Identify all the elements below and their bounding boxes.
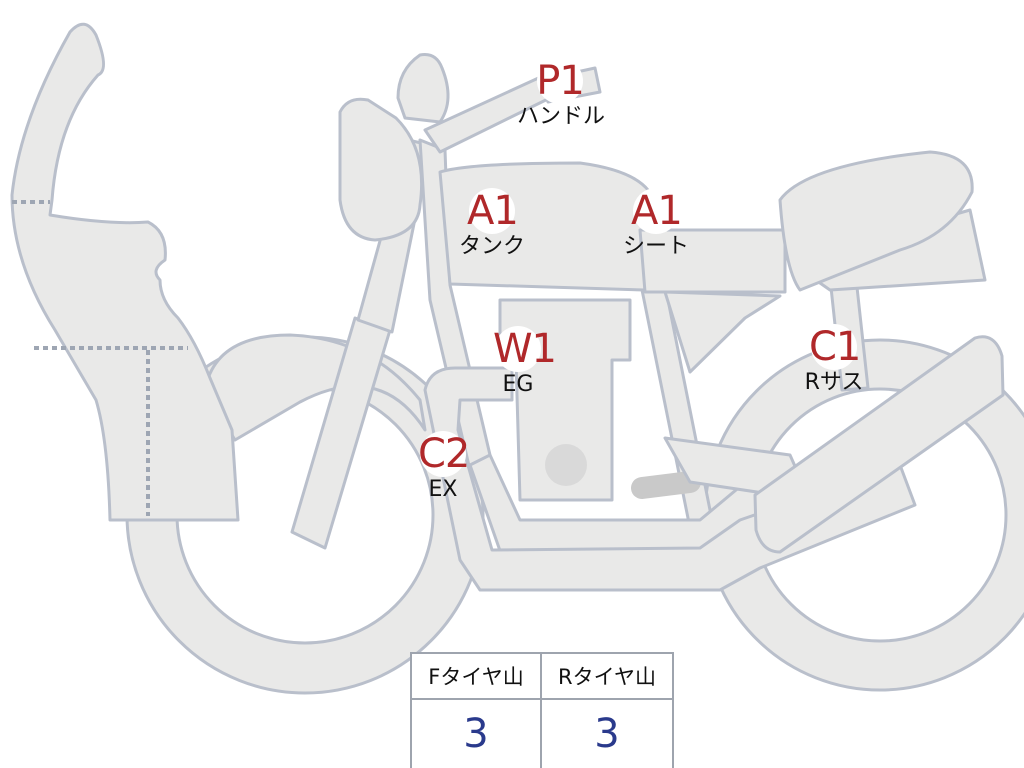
marker-code: C1 [809, 324, 861, 370]
marker-label: タンク [458, 234, 525, 259]
marker-code: C2 [418, 431, 470, 477]
marker-label: ハンドル [517, 104, 606, 129]
marker-seat: A1 シート [613, 180, 699, 260]
marker-exhaust: C2 EX [400, 423, 486, 503]
muffler [753, 335, 1005, 554]
front-tread-value: 3 [412, 700, 542, 768]
headlight [338, 97, 424, 242]
code-badge: P1 [535, 50, 585, 112]
code-badge: C2 [418, 423, 470, 485]
marker-code: A1 [467, 188, 519, 234]
rear-tread-value: 3 [594, 711, 620, 757]
mirror [396, 53, 450, 124]
tire-tread-table: Fタイヤ山 Rタイヤ山 3 3 [410, 652, 674, 768]
engine-cover [545, 444, 587, 486]
seat-cowl [778, 150, 974, 292]
marker-engine: W1 EG [475, 318, 561, 398]
marker-code: A1 [631, 188, 683, 234]
marker-label: シート [622, 234, 689, 259]
marker-tank: A1 タンク [449, 180, 535, 260]
rear-tread-header: Rタイヤ山 [542, 654, 672, 700]
side-panel [663, 290, 782, 374]
code-badge: W1 [493, 318, 557, 380]
marker-handle: P1 ハンドル [517, 50, 606, 130]
marker-code: P1 [536, 58, 585, 104]
code-badge: A1 [467, 180, 519, 242]
code-badge: C1 [809, 316, 861, 378]
seat [638, 228, 787, 294]
front-tread-header: Fタイヤ山 [412, 654, 542, 700]
marker-label: Rサス [804, 370, 864, 395]
marker-rear-suspension: C1 Rサス [791, 316, 877, 396]
footpeg [631, 471, 701, 499]
marker-code: W1 [493, 326, 557, 372]
code-badge: A1 [631, 180, 683, 242]
front-fairing [10, 22, 240, 522]
marker-label: EG [502, 372, 534, 397]
marker-label: EX [428, 477, 458, 502]
